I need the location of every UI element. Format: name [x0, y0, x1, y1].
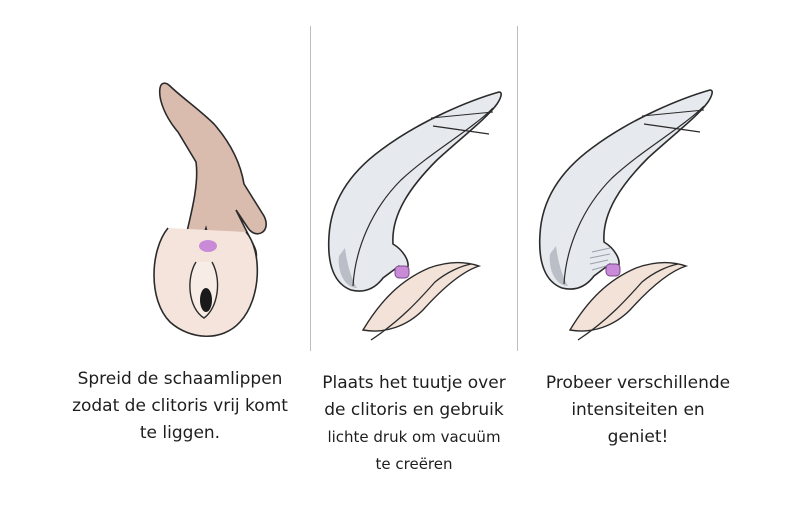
caption-line: intensiteiten en: [571, 400, 705, 420]
device-shade: [338, 248, 357, 288]
step-1-panel: Spreid de schaamlippen zodat de clitoris…: [0, 0, 310, 529]
caption-line: te liggen.: [139, 423, 221, 443]
marker-dot: [605, 263, 621, 277]
caption-line: zodat de clitoris vrij komt: [72, 396, 288, 416]
device-seam: [432, 125, 490, 135]
vibration-lines-icon: [589, 247, 611, 271]
device-seam: [430, 111, 494, 119]
marker-dot: [394, 265, 410, 279]
caption-line: te creëren: [375, 455, 453, 473]
device-seam: [643, 123, 701, 133]
step-2-illustration: [327, 91, 502, 341]
caption-line: lichte druk om vacuüm: [327, 428, 501, 446]
skin-line: [577, 263, 679, 341]
caption-line: de clitoris en gebruik: [324, 400, 504, 420]
device-edge: [563, 105, 705, 285]
step-3-illustration: [538, 89, 713, 341]
device-edge: [352, 107, 494, 287]
step-1-caption: Spreid de schaamlippen zodat de clitoris…: [55, 366, 305, 447]
panel-divider: [517, 26, 518, 351]
panel-divider: [310, 26, 311, 351]
anatomy-detail: [200, 288, 212, 312]
caption-line: Probeer verschillende: [545, 373, 731, 393]
step-3-panel: Probeer verschillende intensiteiten en g…: [518, 0, 800, 529]
caption-line: Plaats het tuutje over: [322, 373, 506, 393]
device-shade: [549, 246, 568, 286]
device-seam: [641, 109, 705, 117]
caption-line: Spreid de schaamlippen: [77, 369, 283, 389]
device-body: [538, 89, 713, 290]
step-2-panel: Plaats het tuutje over de clitoris en ge…: [311, 0, 517, 529]
step-1-illustration: [153, 82, 267, 338]
device-body: [327, 91, 502, 292]
step-2-caption: Plaats het tuutje over de clitoris en ge…: [311, 370, 517, 478]
step-3-caption: Probeer verschillende intensiteiten en g…: [518, 370, 758, 451]
marker-dot: [199, 240, 217, 252]
skin-line: [370, 263, 472, 341]
caption-line: geniet!: [607, 427, 669, 447]
